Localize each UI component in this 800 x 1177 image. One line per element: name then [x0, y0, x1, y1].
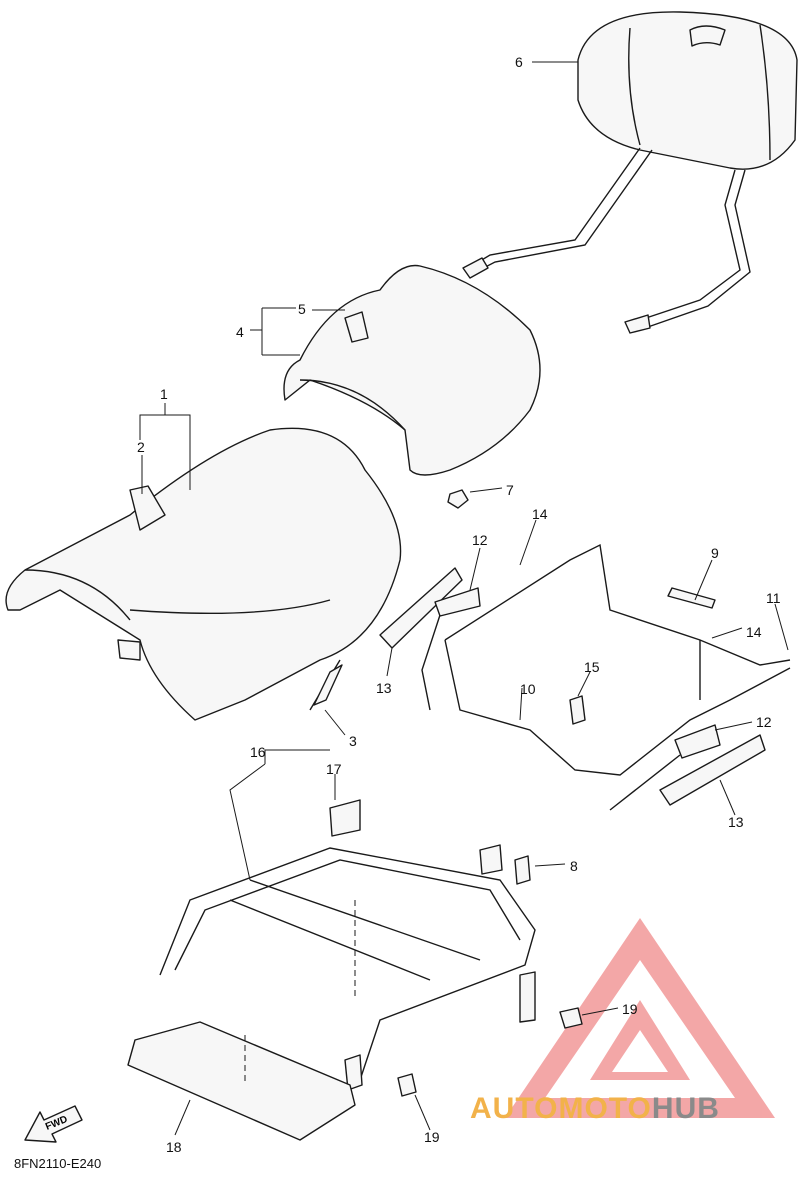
- frame-10: [444, 543, 791, 776]
- callout-14-top: 14: [532, 506, 548, 522]
- fwd-arrow-icon: FWD: [24, 1105, 83, 1143]
- subframe-16: [159, 799, 583, 1097]
- rear-seat: [283, 264, 541, 476]
- callout-13-right: 13: [728, 814, 744, 830]
- callout-14-right: 14: [746, 624, 762, 640]
- nut-7: [447, 489, 469, 509]
- main-seat: [5, 427, 402, 721]
- callout-16: 16: [250, 744, 266, 760]
- callout-6: 6: [515, 54, 523, 70]
- callout-13-left: 13: [376, 680, 392, 696]
- callouts: 1 2 3 4 5 6 7 8 9 10 11 12 12 13 13 14 1…: [137, 54, 781, 1155]
- diagram-code: 8FN2110-E240: [14, 1156, 102, 1171]
- callout-1: 1: [160, 386, 168, 402]
- part-3: [309, 659, 343, 711]
- callout-19-right: 19: [622, 1001, 638, 1017]
- callout-5: 5: [298, 301, 306, 317]
- cover-left: [379, 567, 481, 711]
- callout-19-bottom: 19: [424, 1129, 440, 1145]
- mat-18: [127, 1021, 356, 1141]
- bolt-15: [569, 695, 586, 725]
- callout-12-right: 12: [756, 714, 772, 730]
- leader-lines: [139, 61, 789, 1136]
- callout-18: 18: [166, 1139, 182, 1155]
- watermark-brand-part2: HUB: [651, 1092, 720, 1125]
- backrest: [462, 11, 798, 334]
- callout-12-left: 12: [472, 532, 488, 548]
- watermark-brand: AUTOMOTOHUB: [470, 1092, 720, 1126]
- callout-15: 15: [584, 659, 600, 675]
- callout-2: 2: [137, 439, 145, 455]
- watermark-brand-part1: AUTOMOTO: [470, 1092, 652, 1125]
- callout-8: 8: [570, 858, 578, 874]
- callout-4: 4: [236, 324, 244, 340]
- callout-17: 17: [326, 761, 342, 777]
- plate-9: [667, 587, 716, 609]
- callout-9: 9: [711, 545, 719, 561]
- cover-right: [609, 724, 766, 811]
- callout-10: 10: [520, 681, 536, 697]
- callout-11: 11: [766, 590, 781, 606]
- watermark-logo: [505, 918, 775, 1118]
- callout-3: 3: [349, 733, 357, 749]
- callout-7: 7: [506, 482, 514, 498]
